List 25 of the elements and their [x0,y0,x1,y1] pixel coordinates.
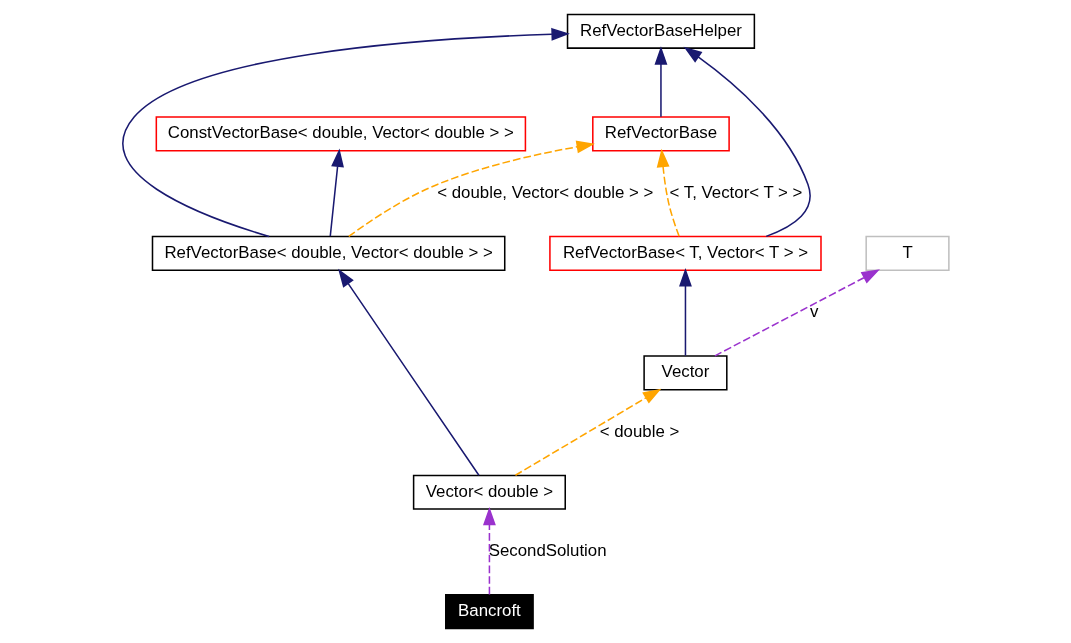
node-box: RefVectorBase< double, Vector< double > > [151,235,506,271]
arrow [683,46,811,238]
edge-label: < T, Vector< T > > [669,182,803,202]
arrow [679,268,692,357]
edge-label: SecondSolution [488,541,607,561]
arrow [656,148,680,237]
arrow [483,506,496,596]
arrow [654,46,668,118]
edge-label: v [809,302,819,322]
arrow [347,140,595,238]
node-box: RefVectorBase [592,116,730,152]
node-box: Vector< double > [412,474,566,510]
node-box: T [865,235,950,271]
node-box: RefVectorBaseHelper [566,13,756,49]
node-box: ConstVectorBase< double, Vector< double > > [155,116,527,152]
edge-label: < double, Vector< double > > [437,182,654,202]
arrow [122,27,570,238]
arrow [714,269,880,357]
edge-label: < double > [599,421,680,441]
arrow [514,388,662,477]
node-box: Vector [643,355,728,391]
arrow [329,148,344,237]
node-box: RefVectorBase< T, Vector< T > > [549,235,822,271]
node-box: Bancroft [445,594,534,630]
arrow [338,268,480,477]
